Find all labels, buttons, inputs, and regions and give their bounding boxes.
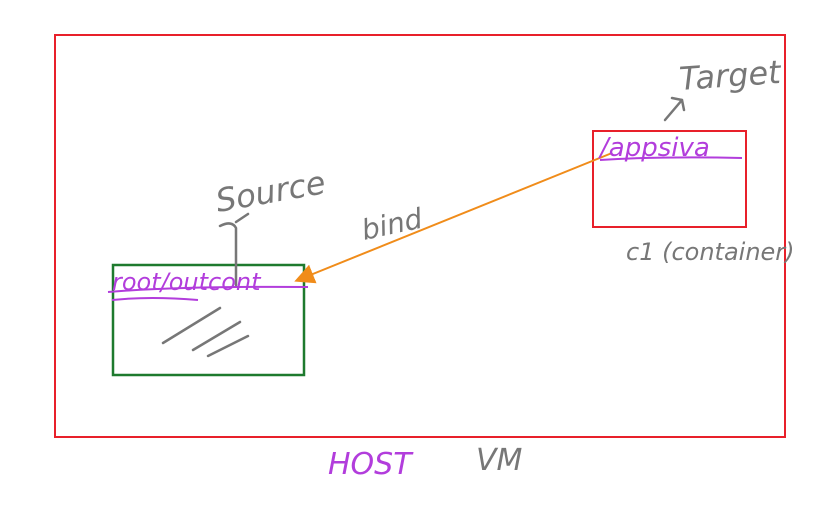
file-scribbles — [161, 306, 250, 358]
host-directory-box — [111, 263, 306, 377]
bind-arrow — [294, 152, 613, 284]
source-label: Source — [213, 163, 329, 220]
bind-label: bind — [359, 202, 426, 247]
host-path-label: root/outcont — [112, 268, 262, 296]
container-name-label: c1 (container) — [626, 238, 795, 266]
host-vm-box — [54, 34, 786, 438]
target-pointer — [663, 96, 686, 122]
target-label: Target — [678, 53, 783, 98]
vm-label: VM — [476, 443, 523, 478]
container-path-label: /appsiva — [598, 133, 710, 163]
host-label: HOST — [328, 447, 414, 482]
container-path-underline — [599, 156, 743, 161]
source-pointer — [218, 212, 250, 287]
container-box — [592, 130, 747, 228]
host-path-underline — [107, 285, 309, 301]
